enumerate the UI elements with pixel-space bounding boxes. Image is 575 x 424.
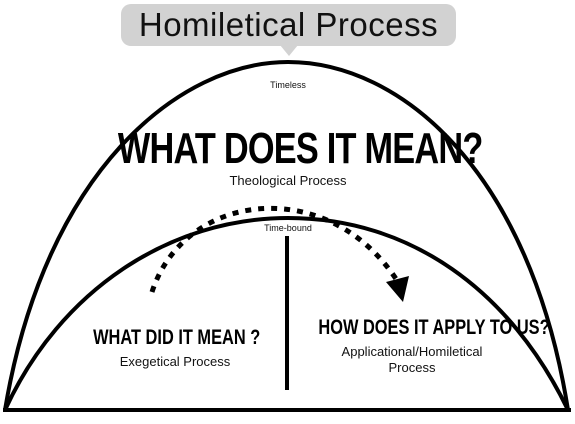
dotted-arrow-path [149, 205, 401, 293]
exegetical-question: WHAT DID IT MEAN ? [93, 326, 261, 349]
inner-dome [3, 215, 570, 411]
arrow-head-icon [386, 276, 409, 302]
applicational-process-line2: Process [388, 360, 436, 375]
title-bubble: Homiletical Process [121, 4, 456, 46]
title-text: Homiletical Process [138, 6, 439, 43]
outer-dome [3, 59, 570, 411]
applicational-process-line1: Applicational/Homiletical [341, 344, 483, 359]
applicational-question: HOW DOES IT APPLY TO US? [318, 316, 550, 339]
timeless-label: Timeless [270, 80, 306, 90]
theological-process: Theological Process [229, 173, 347, 188]
bubble-pointer [280, 45, 298, 56]
time-bound-label: Time-bound [264, 223, 312, 233]
exegetical-process: Exegetical Process [119, 354, 231, 369]
theological-question: WHAT DOES IT MEAN? [117, 124, 484, 173]
